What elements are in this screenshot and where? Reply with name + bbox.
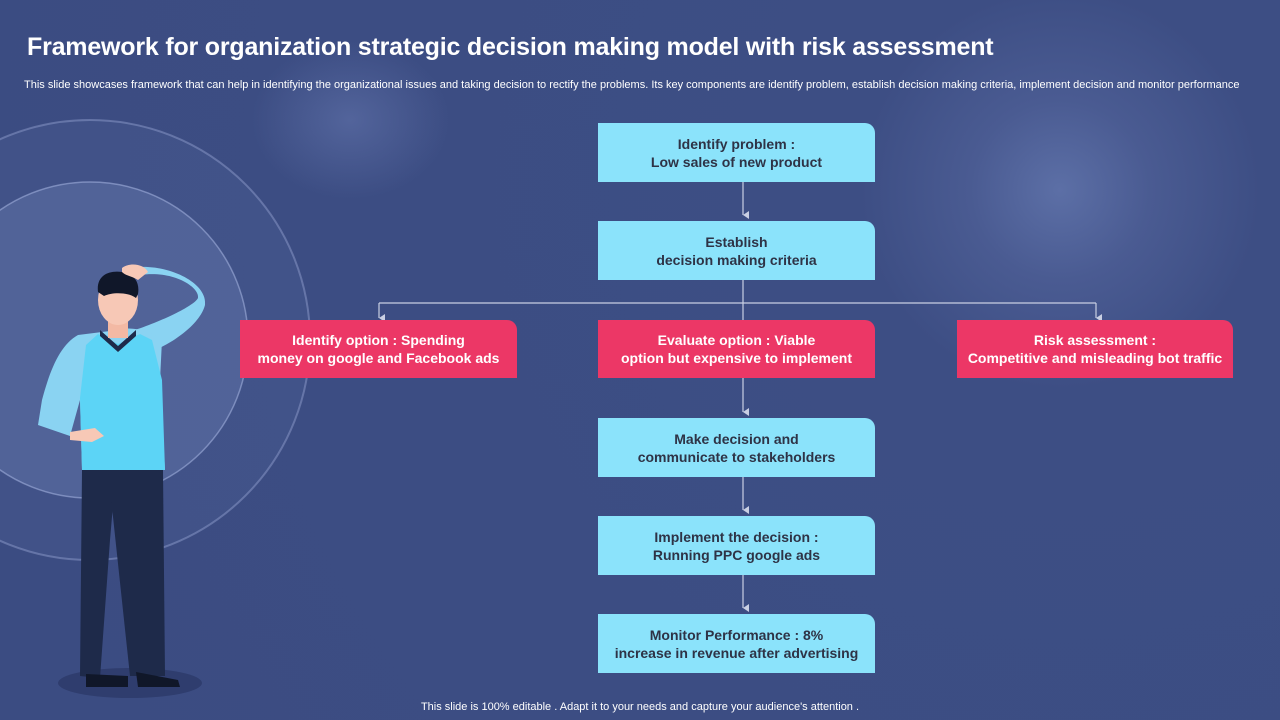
risk-assessment-box: Risk assessment : Competitive and mislea… (957, 320, 1233, 378)
evaluate-option-label: Evaluate option : Viable option but expe… (620, 332, 853, 366)
identify-problem-box: Identify problem : Low sales of new prod… (598, 123, 875, 182)
slide-footer: This slide is 100% editable . Adapt it t… (420, 701, 860, 713)
identify-option-label: Identify option : Spending money on goog… (257, 332, 500, 366)
thinking-man-illustration (38, 264, 206, 698)
establish-criteria-box: Establish decision making criteria (598, 221, 875, 280)
slide-subtitle: This slide showcases framework that can … (24, 79, 1240, 91)
evaluate-option-box: Evaluate option : Viable option but expe… (598, 320, 875, 378)
establish-criteria-label: Establish decision making criteria (656, 233, 817, 268)
monitor-performance-box: Monitor Performance : 8% increase in rev… (598, 614, 875, 673)
identify-problem-label: Identify problem : Low sales of new prod… (650, 135, 823, 170)
identify-option-box: Identify option : Spending money on goog… (240, 320, 517, 378)
risk-assessment-label: Risk assessment : Competitive and mislea… (967, 332, 1223, 366)
background-glow (250, 40, 450, 200)
make-decision-box: Make decision and communicate to stakeho… (598, 418, 875, 477)
implement-decision-label: Implement the decision : Running PPC goo… (652, 528, 821, 563)
make-decision-label: Make decision and communicate to stakeho… (637, 430, 836, 465)
slide-title: Framework for organization strategic dec… (27, 33, 994, 61)
implement-decision-box: Implement the decision : Running PPC goo… (598, 516, 875, 575)
monitor-performance-label: Monitor Performance : 8% increase in rev… (614, 626, 859, 661)
